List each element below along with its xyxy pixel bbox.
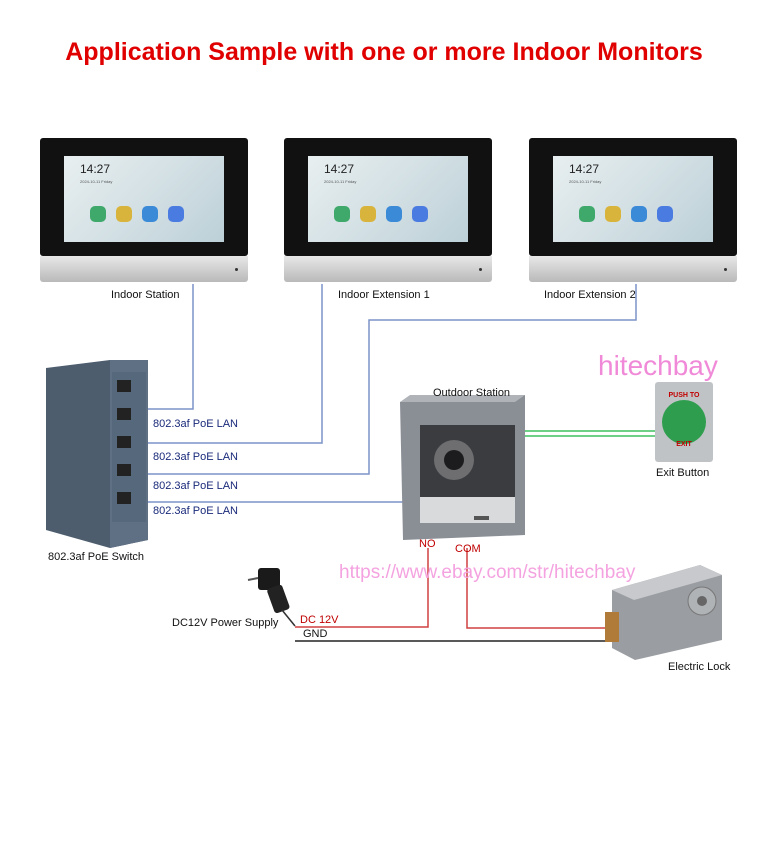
no-terminal-label: NO	[419, 538, 436, 550]
electric-lock-label: Electric Lock	[668, 661, 731, 673]
screen-time: 14:27	[80, 162, 111, 176]
monitor-indoor-extension-2: 14:27 2024-10-11 Friday	[529, 138, 737, 282]
live-view-app-icon	[386, 206, 402, 222]
monitor-indoor-extension-1: 14:27 2024-10-11 Friday	[284, 138, 492, 282]
screen-time: 14:27	[324, 162, 355, 176]
no-line	[295, 548, 429, 628]
poe-lan-label-2: 802.3af PoE LAN	[153, 451, 239, 463]
indoor-station-label: Indoor Station	[111, 289, 180, 301]
exit-text: EXIT	[676, 441, 692, 448]
lan-line-extension-1	[140, 284, 323, 444]
lan-line-extension-2	[140, 284, 637, 475]
screen-date: 2024-10-11 Friday	[80, 179, 113, 184]
page-title: Application Sample with one or more Indo…	[65, 38, 703, 66]
watermark-hitechbay: hitechbay	[598, 350, 718, 381]
screen-date: 2024-10-11 Friday	[324, 179, 357, 184]
store-url-watermark: https://www.ebay.com/str/hitechbay	[339, 562, 636, 583]
electric-lock-icon	[605, 565, 722, 660]
poe-switch-icon	[46, 360, 148, 548]
call-app-icon	[334, 206, 350, 222]
exit-button-icon: PUSH TO EXIT	[655, 382, 713, 462]
poe-lan-label-4: 802.3af PoE LAN	[153, 505, 239, 517]
monitor-indoor-station: 14:27 2024-10-11 Friday	[40, 138, 248, 282]
message-app-icon	[605, 206, 621, 222]
settings-app-icon	[657, 206, 673, 222]
settings-app-icon	[168, 206, 184, 222]
message-app-icon	[116, 206, 132, 222]
live-view-app-icon	[631, 206, 647, 222]
outdoor-station-label: Outdoor Station	[433, 387, 511, 399]
screen-date: 2024-10-11 Friday	[569, 179, 602, 184]
poe-lan-label-1: 802.3af PoE LAN	[153, 418, 239, 430]
call-app-icon	[579, 206, 595, 222]
com-line	[466, 548, 610, 629]
dc12v-line-label: DC 12V	[300, 614, 339, 626]
com-terminal-label: COM	[455, 543, 481, 555]
push-to-text: PUSH TO	[669, 392, 701, 399]
live-view-app-icon	[142, 206, 158, 222]
call-app-icon	[90, 206, 106, 222]
settings-app-icon	[412, 206, 428, 222]
message-app-icon	[360, 206, 376, 222]
indoor-extension-1-label: Indoor Extension 1	[338, 289, 430, 301]
gnd-line-label: GND	[303, 628, 328, 640]
power-supply-icon	[247, 568, 296, 627]
power-supply-label: DC12V Power Supply	[172, 617, 279, 629]
screen-time: 14:27	[569, 162, 600, 176]
exit-button-label: Exit Button	[656, 467, 710, 479]
indoor-extension-2-label: Indoor Extension 2	[544, 289, 636, 301]
poe-lan-label-3: 802.3af PoE LAN	[153, 480, 239, 492]
outdoor-station-icon	[400, 395, 525, 540]
poe-switch-label: 802.3af PoE Switch	[48, 551, 145, 563]
lan-line-indoor-station	[140, 284, 194, 410]
